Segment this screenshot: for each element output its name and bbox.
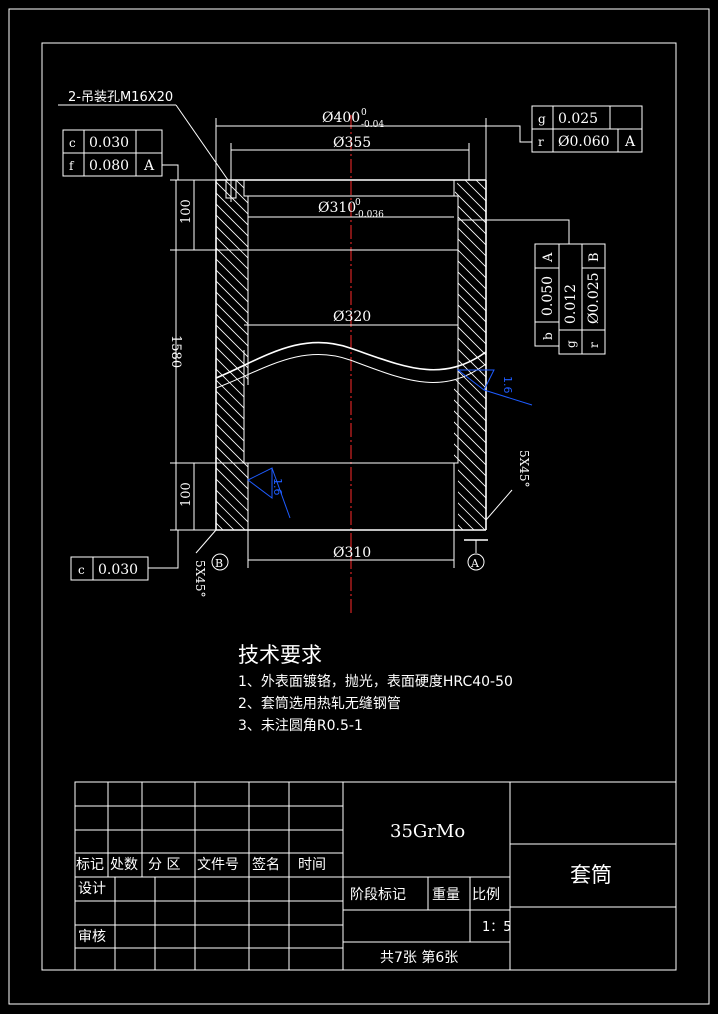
header-mark: 标记 <box>76 857 104 873</box>
requirement-3: 3、未注圆角R0.5-1 <box>238 718 363 734</box>
scale-value: 1：5 <box>482 920 512 935</box>
svg-text:0.050: 0.050 <box>540 276 556 316</box>
requirements-title: 技术要求 <box>238 643 322 667</box>
dim-dia-outer-tol-lower: -0.04 <box>361 120 384 130</box>
dim-dia-355: Ø355 <box>333 135 371 151</box>
svg-text:0.025: 0.025 <box>558 111 598 127</box>
header-sign: 签名 <box>252 856 280 873</box>
svg-text:c: c <box>78 563 85 577</box>
svg-text:A: A <box>143 158 155 174</box>
dim-dia-inner: Ø310 <box>318 200 356 216</box>
frame-top-right: g 0.025 r Ø0.060 A <box>531 105 643 153</box>
dim-len-total: 1580 <box>168 335 183 368</box>
weight-label: 重量 <box>432 887 460 903</box>
svg-text:r: r <box>587 342 601 348</box>
scale-label: 比例 <box>472 887 500 903</box>
review-label: 审核 <box>78 929 106 945</box>
svg-text:f: f <box>69 159 75 173</box>
svg-text:0.030: 0.030 <box>98 562 138 578</box>
sheet-info: 共7张 第6张 <box>380 949 458 966</box>
material-name: 35GrMo <box>390 821 465 842</box>
technical-requirements: 技术要求 1、外表面镀铬，抛光，表面硬度HRC40-50 2、套筒选用热轧无缝钢… <box>238 643 513 734</box>
svg-text:b: b <box>541 332 555 340</box>
header-doc: 文件号 <box>197 857 239 873</box>
dim-len-top: 100 <box>179 199 194 224</box>
dim-dia-inner-tol-upper: 0 <box>355 198 361 208</box>
chamfer-right: 5X45° <box>517 450 531 487</box>
svg-text:Ø0.025: Ø0.025 <box>586 272 602 324</box>
svg-text:0.030: 0.030 <box>89 135 129 151</box>
svg-text:0.012: 0.012 <box>563 284 579 324</box>
dim-dia-bottom: Ø310 <box>333 545 371 561</box>
svg-text:g: g <box>564 340 578 348</box>
header-zone: 分 区 <box>148 857 180 873</box>
requirement-2: 2、套筒选用热轧无缝钢管 <box>238 695 401 712</box>
svg-text:B: B <box>587 252 602 262</box>
svg-text:g: g <box>538 112 546 126</box>
frame-side-right: b 0.050 A g 0.012 r Ø0.025 B <box>534 243 606 355</box>
outer-border <box>8 8 710 1005</box>
inner-border <box>41 42 677 971</box>
chamfer-left: 5X45° <box>193 560 207 597</box>
svg-text:A: A <box>624 134 636 150</box>
svg-text:1.6: 1.6 <box>271 478 284 496</box>
dim-dia-outer: Ø400 <box>322 110 360 126</box>
part-name: 套筒 <box>570 863 612 887</box>
datum-a-symbol <box>467 553 485 571</box>
dim-len-bottom: 100 <box>179 482 194 507</box>
sleeve-section-view: Ø400 0 -0.04 Ø355 Ø310 0 -0.036 Ø320 Ø31… <box>58 90 570 615</box>
design-label: 设计 <box>78 881 106 897</box>
svg-text:1.6: 1.6 <box>501 376 514 394</box>
svg-text:A: A <box>541 252 556 263</box>
title-block: 35GrMo 套筒 标记 处数 分 区 文件号 签名 时间 设计 审核 阶段标记… <box>74 781 677 971</box>
frame-top-left: c 0.030 f 0.080 A <box>62 129 163 177</box>
datum-a-letter: A <box>470 557 480 570</box>
dim-dia-inner-tol-lower: -0.036 <box>355 210 384 220</box>
datum-b-symbol <box>211 553 229 571</box>
svg-text:0.080: 0.080 <box>89 158 129 174</box>
roughness-symbol-2: 1.6 <box>247 467 291 519</box>
roughness-symbol-1: 1.6 <box>456 369 533 406</box>
stage-mark-label: 阶段标记 <box>350 887 406 903</box>
requirement-1: 1、外表面镀铬，抛光，表面硬度HRC40-50 <box>238 673 513 690</box>
svg-text:r: r <box>538 135 544 149</box>
svg-text:c: c <box>69 136 76 150</box>
frame-bottom-left: c 0.030 <box>70 556 149 581</box>
header-time: 时间 <box>298 857 326 873</box>
dim-dia-outer-tol-upper: 0 <box>361 108 367 118</box>
dim-dia-320: Ø320 <box>333 309 371 325</box>
hoist-hole-label: 2-吊装孔M16X20 <box>68 90 173 105</box>
header-count: 处数 <box>110 857 138 873</box>
datum-b-letter: B <box>215 557 223 570</box>
svg-text:Ø0.060: Ø0.060 <box>558 134 610 150</box>
